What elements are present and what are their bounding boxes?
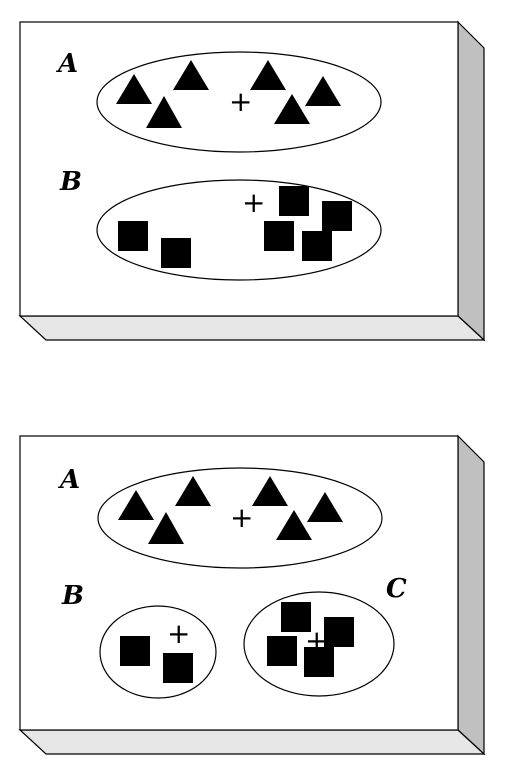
square [281,602,311,632]
triangle [307,492,343,522]
panel-1: A + B + [18,20,486,342]
triangle [148,512,184,544]
triangle [276,510,312,540]
centroid-plus: + [167,617,190,650]
label-a: A [55,49,78,79]
label-b: B [59,167,82,197]
triangle [173,60,209,90]
label-c: C [386,574,407,604]
square [267,636,297,666]
cluster-a-ellipse [97,467,383,569]
cluster-c-ellipse [243,591,395,697]
centroid-plus: + [229,85,252,118]
triangle [118,490,154,520]
triangle [146,96,182,128]
triangle [250,60,286,90]
triangle [305,76,341,106]
cluster-b-ellipse [99,605,217,699]
square [120,636,150,666]
square [161,238,191,268]
triangle [274,94,310,124]
box-bottom [18,729,486,755]
square [118,221,148,251]
square [322,201,352,231]
square [302,231,332,261]
centroid-plus: + [230,501,253,534]
square [264,221,294,251]
cluster-b-ellipse [96,179,382,281]
square [324,617,354,647]
square [304,647,334,677]
box-face [19,21,459,317]
square [163,653,193,683]
panel-2: A + B + C + [18,434,486,756]
box-side [457,434,485,756]
square [279,186,309,216]
triangle [175,476,211,506]
cluster-a-ellipse [96,51,382,153]
triangle [116,74,152,104]
box-face [19,435,459,731]
box-side [457,20,485,342]
centroid-plus: + [305,624,328,657]
triangle [252,476,288,506]
box-bottom [18,315,486,341]
label-a: A [57,465,80,495]
label-b: B [61,581,84,611]
centroid-plus: + [242,186,265,219]
